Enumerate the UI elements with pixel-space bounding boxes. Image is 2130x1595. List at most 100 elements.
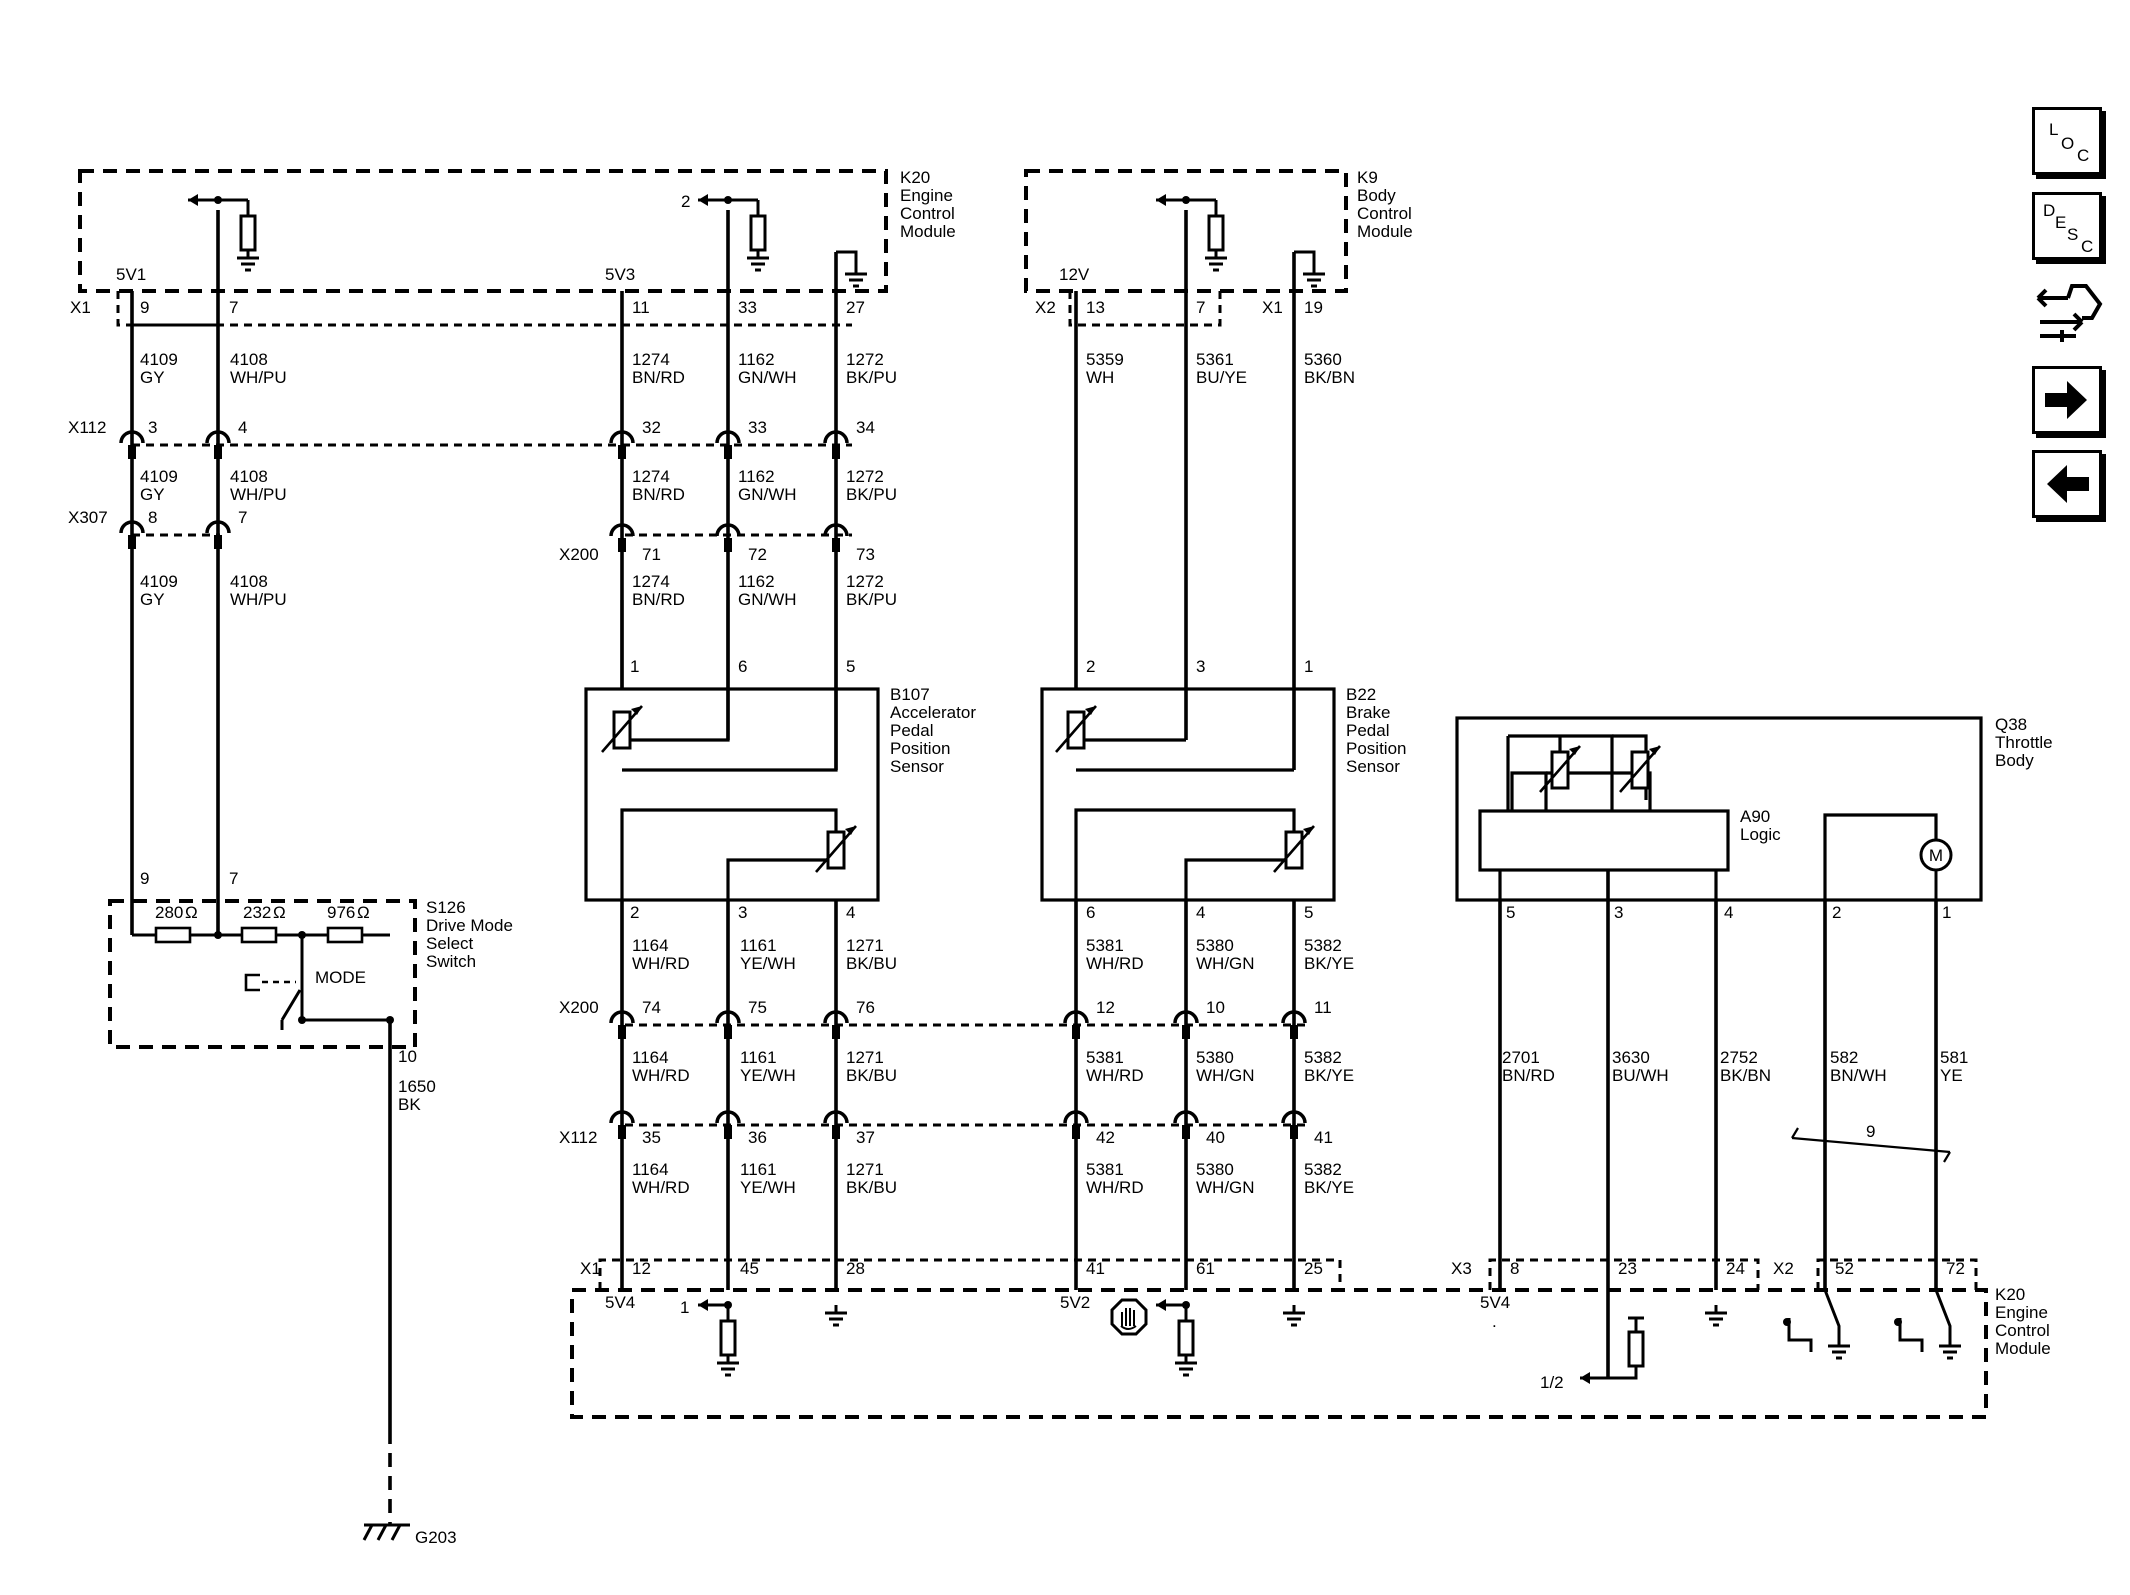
wire-color: BK/BU (846, 1066, 897, 1085)
ref-5v4-k20: 5V4 (605, 1293, 635, 1312)
connector-label-x307: X307 (68, 508, 108, 527)
previous-page-button[interactable] (2032, 450, 2102, 518)
pin-number: 11 (632, 298, 650, 317)
potentiometer-symbol (1273, 825, 1315, 873)
internal-trace (1823, 813, 1938, 900)
circuit-number: 2701 (1502, 1048, 1540, 1067)
k20-top-ref: K20 (900, 168, 930, 187)
description-button[interactable]: D E S C (2032, 192, 2102, 260)
wire-color: BK/BN (1720, 1066, 1771, 1085)
next-page-button[interactable] (2032, 366, 2102, 434)
k9-line-3: Module (1357, 222, 1413, 241)
circuit-number: 1274 (632, 572, 670, 591)
pin-number: 7 (229, 298, 238, 317)
connector-label-x2-bottom: X2 (1773, 1259, 1794, 1278)
k20-bottom-module-box (570, 1288, 1988, 1419)
b107-sensor-box (584, 687, 880, 902)
circuit-number: 5382 (1304, 1160, 1342, 1179)
circuit-number: 1272 (846, 467, 884, 486)
internal-trace (1546, 771, 1652, 811)
pin-number: 3 (738, 903, 747, 922)
wire-color: WH/RD (632, 1066, 690, 1085)
pin-number: 8 (1510, 1259, 1519, 1278)
desc-letter-e: E (2055, 213, 2067, 232)
ohm-unit: Ω (357, 903, 370, 922)
internal-trace (726, 858, 836, 900)
circuit-number: 5380 (1196, 1048, 1234, 1067)
ref-5v3: 5V3 (605, 265, 635, 284)
ref-5v2: 5V2 (1060, 1293, 1090, 1312)
wire-color: GY (140, 368, 165, 387)
connector-label-x3-bottom: X3 (1451, 1259, 1472, 1278)
resistor-value: 280 (155, 903, 183, 922)
internal-trace (622, 600, 838, 772)
wire-color: GY (140, 485, 165, 504)
circuit-number: 1272 (846, 350, 884, 369)
mode-label: MODE (315, 968, 366, 987)
pin-number: 10 (1206, 998, 1225, 1017)
wire-color: BK/BN (1304, 368, 1355, 387)
potentiometer-symbol (1539, 745, 1581, 793)
hand-caution-icon (1110, 1298, 1148, 1336)
pin-number: 42 (1096, 1128, 1115, 1147)
pin-number: 5 (1506, 903, 1515, 922)
k20-bottom-line-3: Module (1995, 1339, 2051, 1358)
wire-color: WH (1086, 368, 1114, 387)
wire-color: WH/GN (1196, 1066, 1255, 1085)
wire-color: GN/WH (738, 590, 797, 609)
circuit-number: 5361 (1196, 350, 1234, 369)
pin-number: 37 (856, 1128, 875, 1147)
s126-line-3: Switch (426, 952, 476, 971)
location-button[interactable]: L O C (2032, 107, 2102, 175)
pin-number: 33 (738, 298, 757, 317)
wire-color: YE/WH (740, 1178, 796, 1197)
wire-color: BN/RD (632, 485, 685, 504)
circuit-number: 1161 (740, 936, 777, 955)
circuit-number: 4108 (230, 467, 268, 486)
pin-number: 13 (1086, 298, 1105, 317)
pin-number: 6 (738, 657, 747, 676)
resistor-value: 976 (327, 903, 355, 922)
pin-number: 10 (398, 1047, 417, 1066)
k20-top-line-2: Control (900, 204, 955, 223)
s126-line-2: Select (426, 934, 474, 953)
potentiometer-symbol (1619, 745, 1661, 793)
pin-number: 33 (748, 418, 767, 437)
circuit-number: 3630 (1612, 1048, 1650, 1067)
desc-letter-c: C (2081, 237, 2094, 256)
connector-repair-icon[interactable] (2032, 276, 2104, 348)
circuit-number: 2752 (1720, 1048, 1758, 1067)
a90-ref: A90 (1740, 807, 1770, 826)
k9-line-1: Body (1357, 186, 1396, 205)
b22-sensor-box (1040, 687, 1336, 902)
wire-color: WH/RD (632, 1178, 690, 1197)
pin-number: 9 (140, 298, 149, 317)
pin-number: 3 (148, 418, 157, 437)
circuit-number: 4108 (230, 572, 268, 591)
q38-throttle-body-box (1455, 716, 1983, 902)
s126-ref: S126 (426, 898, 466, 917)
wire-color: WH/PU (230, 485, 287, 504)
circuit-number: 4108 (230, 350, 268, 369)
potentiometer-symbol (815, 825, 857, 873)
q38-line-1: Throttle (1995, 733, 2053, 752)
potentiometer-symbol (1055, 705, 1097, 753)
wire-color: BN/RD (632, 368, 685, 387)
wire-color: WH/PU (230, 590, 287, 609)
